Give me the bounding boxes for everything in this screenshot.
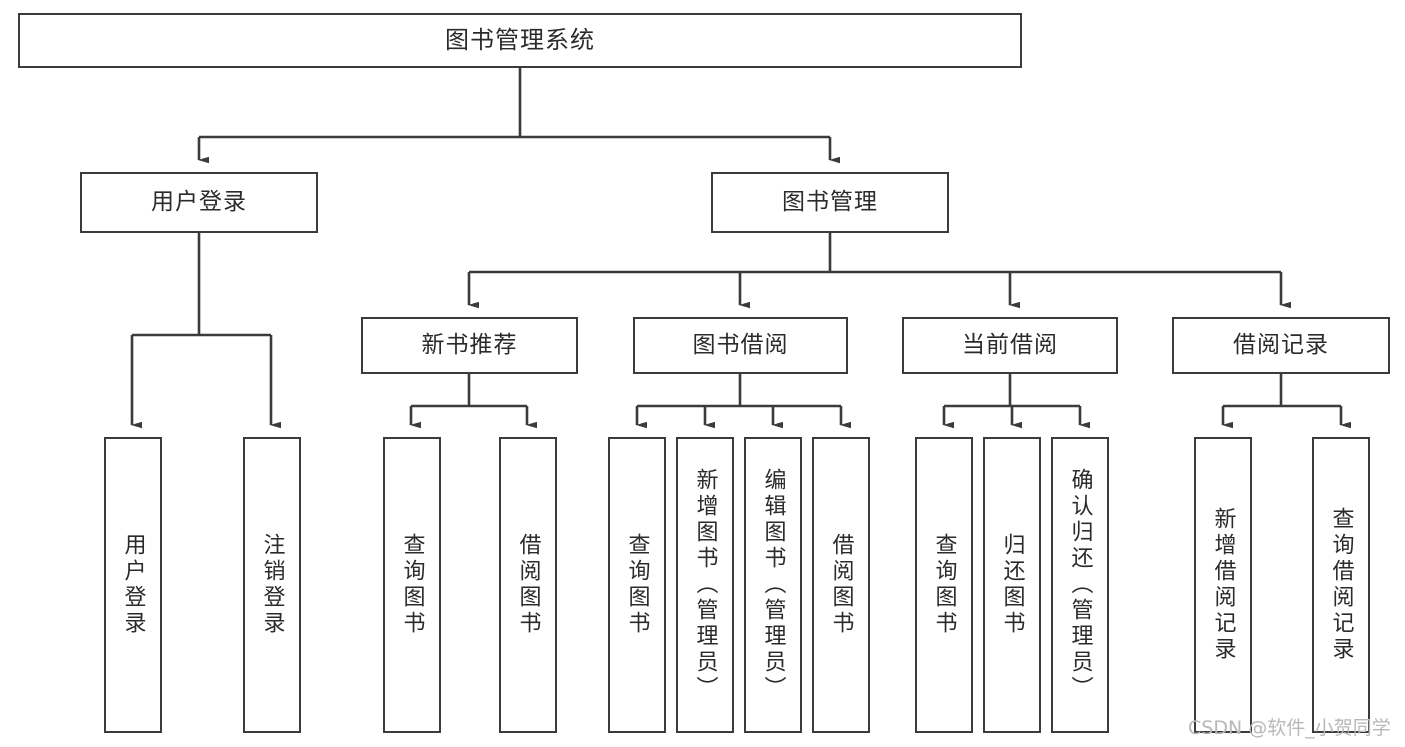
node-label: 用户登录 <box>120 533 146 637</box>
leaf-current-borrow-query-book[interactable]: 查询图书 <box>915 437 973 733</box>
node-label: 当前借阅 <box>962 331 1058 358</box>
node-root-book-management-system[interactable]: 图书管理系统 <box>18 13 1022 68</box>
node-label: 查询图书 <box>624 533 650 637</box>
node-label: 查询借阅记录 <box>1328 507 1354 663</box>
leaf-book-borrow-borrow-book[interactable]: 借阅图书 <box>812 437 870 733</box>
node-label: 图书管理 <box>782 188 878 215</box>
node-label: 归还图书 <box>999 533 1025 637</box>
leaf-user-login-logout[interactable]: 注销登录 <box>243 437 301 733</box>
node-book-management[interactable]: 图书管理 <box>711 172 949 233</box>
leaf-current-borrow-return-book[interactable]: 归还图书 <box>983 437 1041 733</box>
node-borrow-records[interactable]: 借阅记录 <box>1172 317 1390 374</box>
leaf-current-borrow-confirm-return-admin[interactable]: 确认归还（管理员） <box>1051 437 1109 733</box>
node-label: 新增图书（管理员） <box>692 468 718 702</box>
leaf-borrow-records-add-record[interactable]: 新增借阅记录 <box>1194 437 1252 733</box>
node-label: 用户登录 <box>151 188 247 215</box>
node-label: 借阅图书 <box>828 533 854 637</box>
node-user-login[interactable]: 用户登录 <box>80 172 318 233</box>
leaf-book-borrow-query-book[interactable]: 查询图书 <box>608 437 666 733</box>
leaf-user-login-login[interactable]: 用户登录 <box>104 437 162 733</box>
leaf-new-book-query-book[interactable]: 查询图书 <box>383 437 441 733</box>
node-label: 图书管理系统 <box>445 26 595 55</box>
leaf-book-borrow-edit-book-admin[interactable]: 编辑图书（管理员） <box>744 437 802 733</box>
node-current-borrow[interactable]: 当前借阅 <box>902 317 1118 374</box>
node-book-borrow[interactable]: 图书借阅 <box>633 317 848 374</box>
node-label: 查询图书 <box>399 533 425 637</box>
node-new-book-recommend[interactable]: 新书推荐 <box>361 317 578 374</box>
node-label: 确认归还（管理员） <box>1067 468 1093 702</box>
node-label: 新增借阅记录 <box>1210 507 1236 663</box>
leaf-book-borrow-add-book-admin[interactable]: 新增图书（管理员） <box>676 437 734 733</box>
node-label: 借阅图书 <box>515 533 541 637</box>
node-label: 注销登录 <box>259 533 285 637</box>
node-label: 图书借阅 <box>692 331 789 358</box>
leaf-borrow-records-query-record[interactable]: 查询借阅记录 <box>1312 437 1370 733</box>
leaf-new-book-borrow-book[interactable]: 借阅图书 <box>499 437 557 733</box>
node-label: 借阅记录 <box>1233 331 1329 358</box>
node-label: 新书推荐 <box>421 331 518 358</box>
node-label: 编辑图书（管理员） <box>760 468 786 702</box>
node-label: 查询图书 <box>931 533 957 637</box>
csdn-watermark: CSDN @软件_小贺同学 <box>1188 717 1391 739</box>
